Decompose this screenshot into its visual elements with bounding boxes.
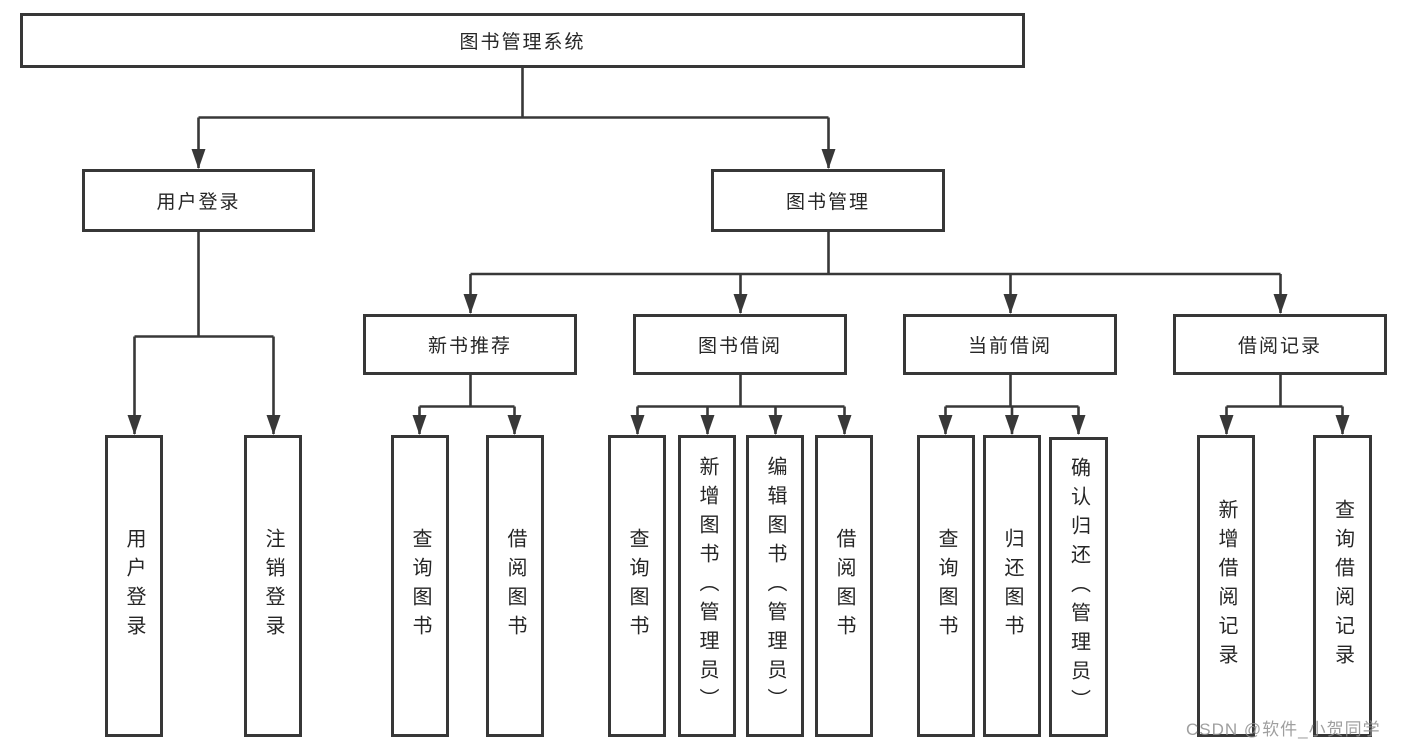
node-new-book-recommend: 新书推荐 [363,314,577,375]
node-borrow-records: 借阅记录 [1173,314,1387,375]
node-leaf-cb-confirm-return-admin: 确认归还（管理员） [1049,437,1108,737]
csdn-watermark: CSDN @软件_小贺同学 [1186,720,1381,739]
node-leaf-cb-return-books: 归还图书 [983,435,1041,737]
node-leaf-nbr-borrow-books: 借阅图书 [486,435,544,737]
node-book-borrow: 图书借阅 [633,314,847,375]
node-leaf-bb-borrow-books: 借阅图书 [815,435,873,737]
node-leaf-logout: 注销登录 [244,435,302,737]
node-leaf-bb-query-books: 查询图书 [608,435,666,737]
node-book-management: 图书管理 [711,169,945,232]
node-leaf-cb-query-books: 查询图书 [917,435,975,737]
node-leaf-user-login: 用户登录 [105,435,163,737]
node-leaf-nbr-query-books: 查询图书 [391,435,449,737]
node-current-borrow: 当前借阅 [903,314,1117,375]
node-user-login: 用户登录 [82,169,315,232]
node-leaf-br-add-record: 新增借阅记录 [1197,435,1255,737]
node-leaf-bb-edit-book-admin: 编辑图书（管理员） [746,435,804,737]
node-leaf-br-query-record: 查询借阅记录 [1313,435,1372,737]
node-root-system: 图书管理系统 [20,13,1025,68]
node-leaf-bb-add-book-admin: 新增图书（管理员） [678,435,736,737]
